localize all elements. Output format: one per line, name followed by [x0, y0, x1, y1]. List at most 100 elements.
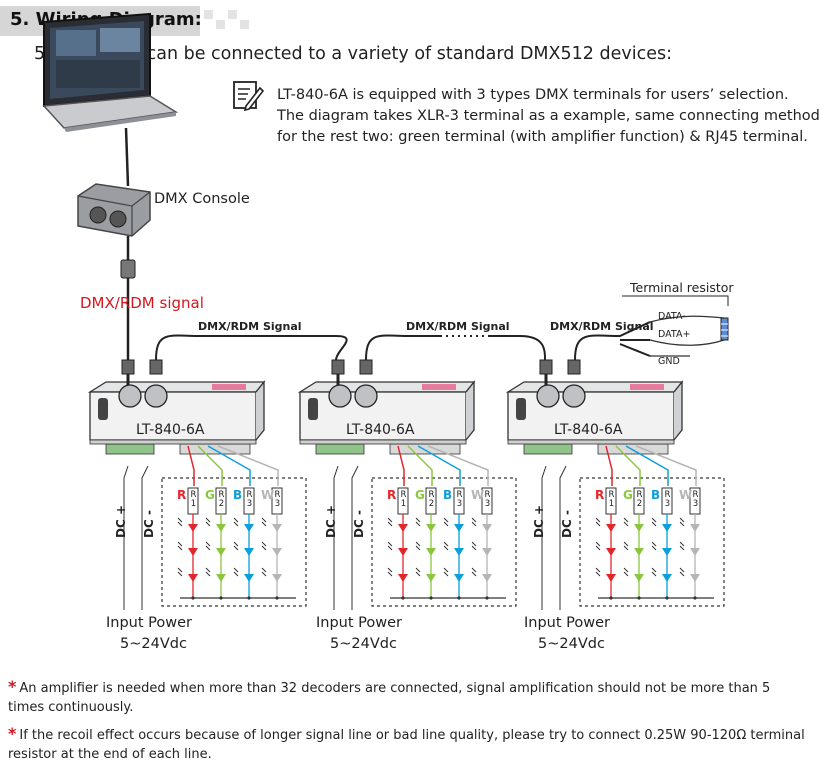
asterisk-icon: *	[8, 677, 17, 696]
channel-wire	[207, 445, 251, 486]
dc-minus-label: DC -	[560, 510, 574, 538]
voltage-label: 5~24Vdc	[120, 636, 187, 652]
decoder-base	[89, 439, 257, 445]
laptop-icon	[42, 12, 179, 132]
dc-plus-label: DC +	[324, 505, 338, 538]
led-icon	[634, 524, 644, 532]
channel-letter: B	[233, 488, 243, 502]
footnote: *If the recoil effect occurs because of …	[8, 724, 808, 764]
led-ray-icon	[387, 517, 393, 527]
channel-letter: W	[471, 488, 485, 502]
footnote: *An amplifier is needed when more than 3…	[8, 677, 808, 717]
decoder-base	[507, 439, 675, 445]
led-ray-icon	[205, 541, 211, 551]
channel-wire	[397, 445, 405, 486]
decoder-base	[299, 439, 467, 445]
led-ray-icon	[471, 567, 477, 577]
led-strip-frame	[371, 477, 517, 607]
channel-wire	[427, 445, 489, 486]
note-line: The diagram takes XLR-3 terminal as a ex…	[277, 108, 820, 124]
dmx-signal-label: DMX/RDM signal	[80, 294, 204, 312]
led-icon	[188, 548, 198, 556]
xlr-port-icon	[144, 384, 168, 408]
decoder-side	[673, 380, 683, 441]
subtitle: 5.1 Decoder can be connected to a variet…	[34, 44, 672, 64]
led-icon	[606, 548, 616, 556]
channel-letter: G	[623, 488, 633, 502]
channel-wire	[605, 445, 613, 486]
channel-letter: G	[205, 488, 215, 502]
channel-letter: B	[443, 488, 453, 502]
decoder-unit	[297, 359, 517, 610]
xlr-plug	[121, 359, 135, 375]
led-icon	[606, 574, 616, 582]
terminal-block	[523, 443, 573, 455]
link-signal-label: DMX/RDM Signal	[406, 320, 510, 333]
led-ray-icon	[651, 517, 657, 527]
dc-plus-label: DC +	[532, 505, 546, 538]
led-icon	[482, 524, 492, 532]
channel-letter: G	[415, 488, 425, 502]
channel-wire	[417, 445, 461, 486]
power-wire	[141, 465, 149, 610]
led-icon	[244, 548, 254, 556]
led-icon	[398, 548, 408, 556]
led-icon	[634, 548, 644, 556]
dip-switch	[630, 384, 664, 390]
led-icon	[188, 574, 198, 582]
power-wire	[123, 465, 129, 610]
output-terminal	[179, 443, 251, 455]
terminal-block	[105, 443, 155, 455]
led-ray-icon	[679, 567, 685, 577]
link-signal-label: DMX/RDM Signal	[550, 320, 654, 333]
led-ray-icon	[205, 517, 211, 527]
link-signal-label: DMX/RDM Signal	[198, 320, 302, 333]
led-ray-icon	[415, 517, 421, 527]
power-wire	[559, 465, 567, 610]
led-ray-icon	[595, 567, 601, 577]
power-wire	[351, 465, 359, 610]
decoder-model-label: LT-840-6A	[346, 422, 415, 438]
xlr-port-icon	[562, 384, 586, 408]
dmx-link-cable	[490, 335, 546, 361]
led-icon	[662, 548, 672, 556]
xlr-plug	[567, 359, 581, 375]
note-pencil-icon	[232, 80, 265, 114]
led-icon	[426, 524, 436, 532]
channel-letter: B	[651, 488, 661, 502]
decoder-model-label: LT-840-6A	[554, 422, 623, 438]
led-ray-icon	[651, 567, 657, 577]
dmx-link-cable	[155, 334, 348, 361]
led-icon	[662, 574, 672, 582]
xlr-plug	[359, 359, 373, 375]
led-icon	[606, 524, 616, 532]
led-ray-icon	[233, 541, 239, 551]
led-icon	[690, 548, 700, 556]
decoder-body	[507, 391, 675, 441]
dc-minus-label: DC -	[142, 510, 156, 538]
led-ray-icon	[233, 567, 239, 577]
led-ray-icon	[623, 541, 629, 551]
led-ray-icon	[177, 567, 183, 577]
decoder-body	[89, 391, 257, 441]
input-power-label: Input Power	[524, 615, 610, 631]
asterisk-icon: *	[8, 724, 17, 743]
terminal-resistor-icon	[622, 295, 729, 357]
input-power-label: Input Power	[106, 615, 192, 631]
led-icon	[272, 548, 282, 556]
xlr-port-icon	[328, 384, 352, 408]
led-ray-icon	[679, 541, 685, 551]
power-wire	[333, 465, 339, 610]
led-icon	[216, 574, 226, 582]
led-icon	[398, 574, 408, 582]
led-ray-icon	[415, 541, 421, 551]
led-icon	[454, 548, 464, 556]
xlr-port-icon	[536, 384, 560, 408]
